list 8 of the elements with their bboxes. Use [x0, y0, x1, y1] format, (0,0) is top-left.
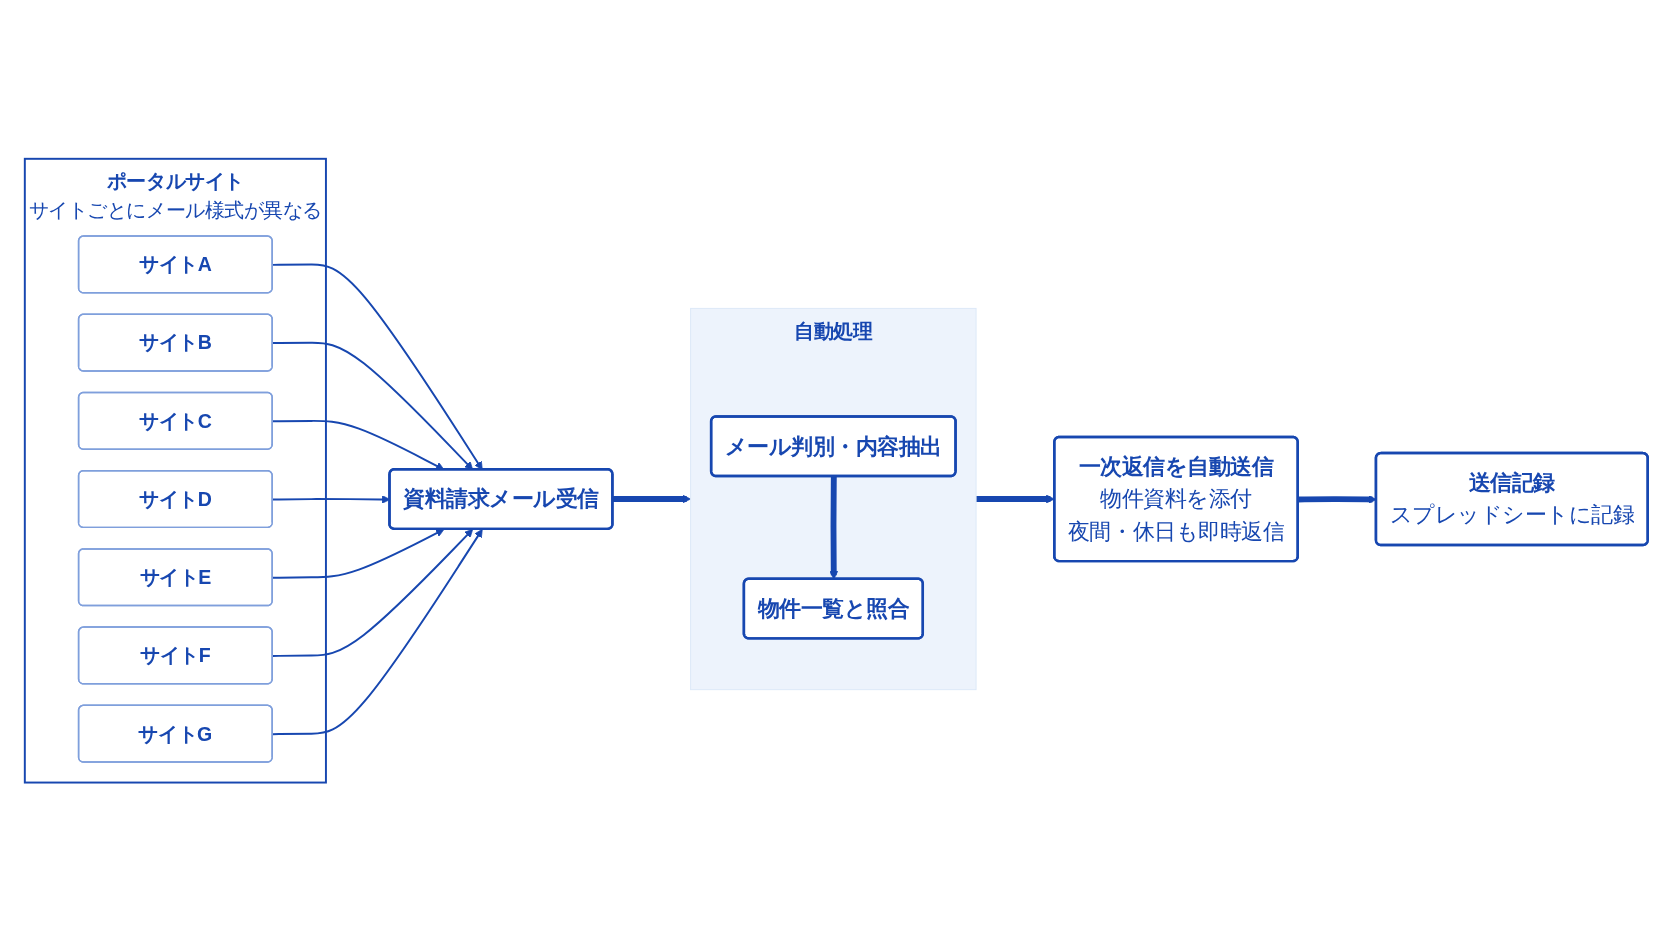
arrow	[271, 341, 473, 470]
arrow	[271, 528, 473, 657]
arrow	[612, 494, 691, 504]
arrow	[271, 528, 483, 735]
arrow	[975, 494, 1055, 504]
arrow	[271, 263, 483, 470]
arrow	[271, 528, 445, 579]
arrow	[271, 419, 445, 470]
